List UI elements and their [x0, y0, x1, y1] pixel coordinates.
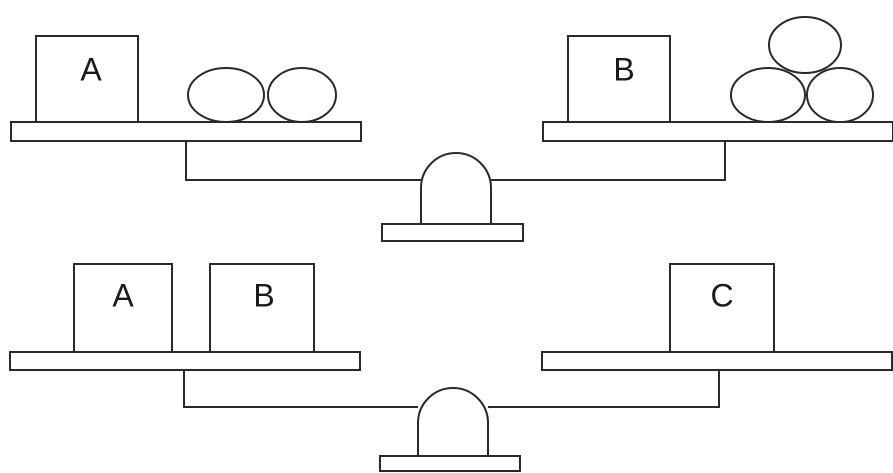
- scale-1-base: [381, 223, 524, 242]
- scale-1-right-ball-top: [768, 16, 842, 74]
- scale-2-left-block-b: B: [209, 263, 315, 353]
- scale-1-left-ball-1: [187, 67, 265, 123]
- scale-1-left-block-label: A: [80, 51, 102, 87]
- scale-2-left-pan: [9, 351, 361, 371]
- scale-2-left-block-a: A: [73, 263, 173, 353]
- scale-1-right-ball-right: [806, 67, 874, 123]
- scale-2-fulcrum: [417, 387, 489, 457]
- scale-1-right-pan: [542, 121, 893, 142]
- scale-2-right-block-label: C: [710, 277, 733, 313]
- scale-1-right-block-b: B: [567, 35, 671, 123]
- scale-2-right-pan: [541, 351, 893, 371]
- scale-1: A B: [10, 16, 893, 242]
- scale-1-left-pan: [10, 121, 362, 142]
- scale-1-right-block-label: B: [613, 51, 634, 87]
- scale-1-beam: [185, 141, 726, 181]
- scale-1-right-ball-left: [730, 67, 806, 123]
- scale-2: A B C: [9, 263, 893, 472]
- scale-2-left-block-b-label: B: [253, 277, 274, 313]
- scale-1-fulcrum: [420, 152, 492, 225]
- scale-1-left-ball-2: [267, 67, 337, 123]
- scale-2-beam: [183, 370, 720, 408]
- scale-2-base: [379, 455, 521, 472]
- scale-1-left-block-a: A: [35, 35, 139, 123]
- scale-2-left-block-a-label: A: [112, 277, 134, 313]
- scale-2-right-block-c: C: [669, 263, 775, 353]
